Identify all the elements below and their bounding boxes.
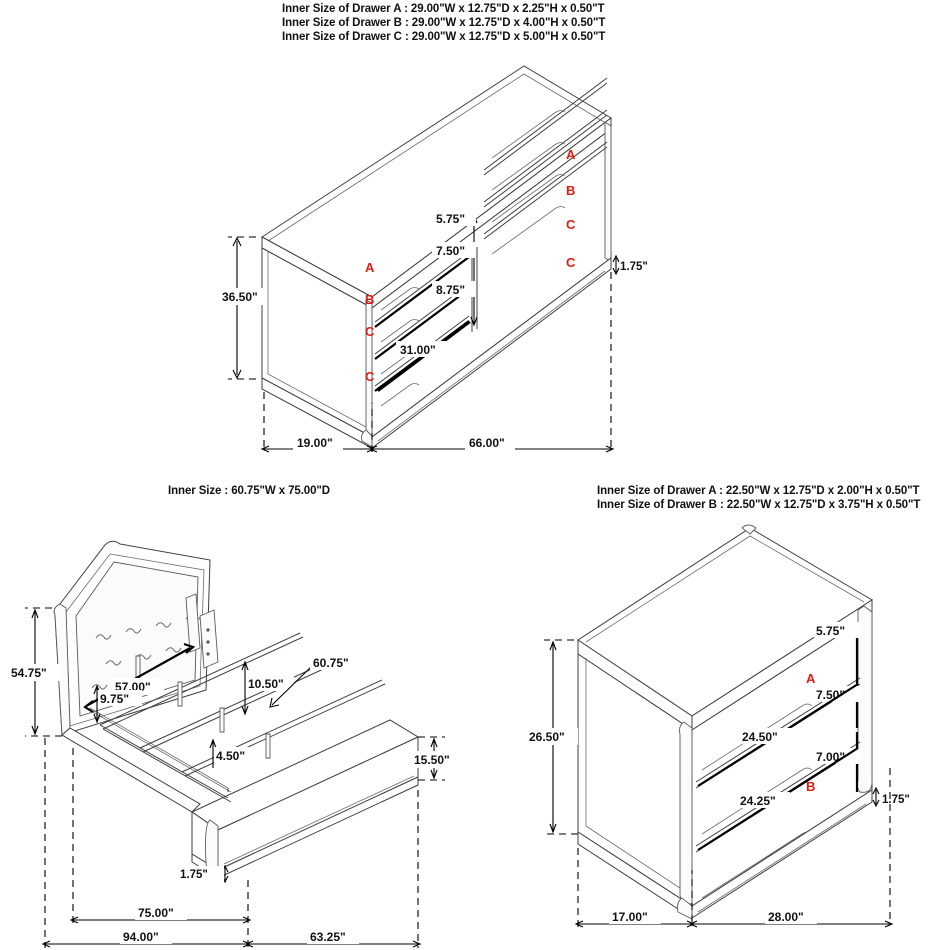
nightstand-top-back-corner [741, 524, 757, 535]
dresser-left-bank-labels: A B C C [365, 260, 375, 384]
dresser-left-label-0: A [365, 260, 375, 275]
dresser-right-label-1: B [566, 183, 575, 198]
dim-nightstand-height: 26.50" [526, 639, 578, 835]
dim-ns-drawer-b-height-label: 7.00" [816, 750, 845, 764]
nightstand-spec-line-1: Inner Size of Drawer A : 22.50"W x 12.75… [597, 485, 920, 497]
bed-headboard-bracket [185, 593, 219, 669]
dresser-spec-line-1: Inner Size of Drawer A : 29.00"W x 12.75… [282, 3, 605, 15]
nightstand-drawing: 26.50" 5.75" 7.50" 24.50" [520, 520, 950, 950]
dim-bed-headboard-height-label: 54.75" [11, 666, 47, 680]
bed-footboard-inner-line [223, 775, 415, 865]
dim-bed-overall-depth-label: 94.00" [123, 930, 159, 944]
dim-bed-inner-width: 60.75" [269, 654, 362, 708]
dim-drawer-width-label: 31.00" [400, 343, 436, 357]
nightstand-drawer-labels: A B [806, 671, 816, 794]
dim-nightstand-drawer-a-width: 24.50" [697, 683, 859, 787]
bed-drawing: 54.75" 57.00" 9.75" [0, 520, 480, 950]
dresser-spec-line-2: Inner Size of Drawer B : 29.00"W x 12.75… [282, 17, 606, 29]
bed-spec-line-1: Inner Size : 60.75"W x 75.00"D [168, 485, 330, 497]
dim-bed-overall-width-label: 63.25" [310, 930, 346, 944]
dim-dresser-depth-label: 19.00" [297, 436, 333, 450]
dim-dresser-plan: 19.00" 66.00" [260, 272, 615, 453]
nightstand-label-b: B [806, 779, 815, 794]
dresser-base-inner-line [377, 270, 606, 442]
nightstand-base-inner-line [697, 803, 867, 913]
dresser-left-label-2: C [365, 324, 375, 339]
dim-bed-headboard-height: 54.75" [8, 607, 62, 737]
dim-drawer-b-height-label: 7.50" [436, 244, 465, 258]
dim-dresser-height-label: 36.50" [222, 290, 258, 304]
dim-bed-slat-height: 4.50" [209, 738, 258, 768]
bed-left-rail-top [61, 727, 201, 813]
dim-nightstand-drawer-b-width: 24.25" [697, 747, 859, 851]
nightstand-base-corner [677, 897, 693, 920]
dim-dresser-base-label: 1.75" [620, 261, 648, 273]
dim-nightstand-height-label: 26.50" [529, 730, 565, 744]
nightstand-front-left-post [679, 721, 693, 905]
dresser-left-label-3: C [365, 369, 375, 384]
dim-bed-inner-width-label: 60.75" [313, 656, 349, 670]
dim-nightstand-plan: 17.00" 28.00" [574, 848, 894, 928]
dresser-spec-line-3: Inner Size of Drawer C : 29.00"W x 12.75… [282, 31, 606, 43]
dim-drawer-c-height-label: 8.75" [436, 283, 465, 297]
dim-nightstand-base-label: 1.75" [882, 794, 910, 806]
nightstand-label-a: A [806, 671, 816, 686]
dresser-right-bank-labels: A B C C [566, 147, 576, 270]
dim-dresser-drawer-width: 31.00" [377, 321, 471, 392]
dresser-drawing: 36.50" 1.75" 5.75" 7.50" [0, 0, 950, 470]
dim-bed-inner-depth-label: 75.00" [138, 906, 174, 920]
dim-bed-rail-drop-label: 9.75" [100, 692, 129, 706]
dresser-right-label-2: C [566, 217, 576, 232]
dresser-right-label-3: C [566, 255, 576, 270]
dim-bed-footboard-height: 15.50" [411, 736, 463, 781]
dim-drawer-a-height-label: 5.75" [436, 212, 465, 226]
dim-bed-deck-clearance-label: 10.50" [248, 677, 284, 691]
bed-slat-legs [135, 655, 271, 759]
dresser-top-inner-edge [267, 73, 605, 242]
dim-bed-base-label: 1.75" [180, 869, 208, 881]
dresser-right-label-0: A [566, 147, 576, 162]
dim-nightstand-base: 1.75" [872, 768, 910, 920]
bed-slat-grid [89, 632, 386, 803]
dim-bed-rail-drop: 9.75" [93, 684, 142, 724]
dim-dresser-height: 36.50" [213, 236, 263, 380]
dim-bed-footboard-height-label: 15.50" [414, 753, 450, 767]
dresser-drawer-fronts-right [483, 77, 608, 240]
nightstand-top-inner-edge [585, 535, 865, 643]
dim-ns-drawer-a-height-label: 5.75" [816, 624, 845, 638]
dresser-base-corner [361, 429, 373, 448]
dim-bed-slat-height-label: 4.50" [216, 749, 245, 763]
dim-dresser-width-label: 66.00" [469, 436, 505, 450]
dim-ns-drawer-a-width-label: 24.50" [742, 730, 778, 744]
dim-nightstand-width-label: 28.00" [768, 910, 804, 924]
dim-dresser-base: 1.75" [612, 254, 648, 276]
dim-bed-base: 1.75" [178, 864, 229, 884]
nightstand-spec-line-2: Inner Size of Drawer B : 22.50"W x 12.75… [597, 499, 921, 511]
dresser-drawer-pulls-right [491, 110, 566, 255]
bed-headboard-left-post [53, 603, 71, 736]
dim-nightstand-depth-label: 17.00" [612, 910, 648, 924]
nightstand-left-side-inner [585, 658, 687, 893]
dresser-left-side-inner [267, 252, 367, 428]
dim-ns-drawer-b-width-label: 24.25" [740, 794, 776, 808]
dim-bed-deck-clearance: 10.50" [241, 660, 294, 716]
dim-ns-drawer-a-front-label: 7.50" [816, 688, 845, 702]
dim-nightstand-drawer-a-height: 5.75" [814, 622, 860, 672]
dresser-left-label-1: B [365, 292, 374, 307]
dim-bed-plan: 75.00" 94.00" 63.25" [41, 738, 422, 948]
dim-dresser-drawer-heights: 5.75" 7.50" 8.75" [432, 210, 478, 327]
